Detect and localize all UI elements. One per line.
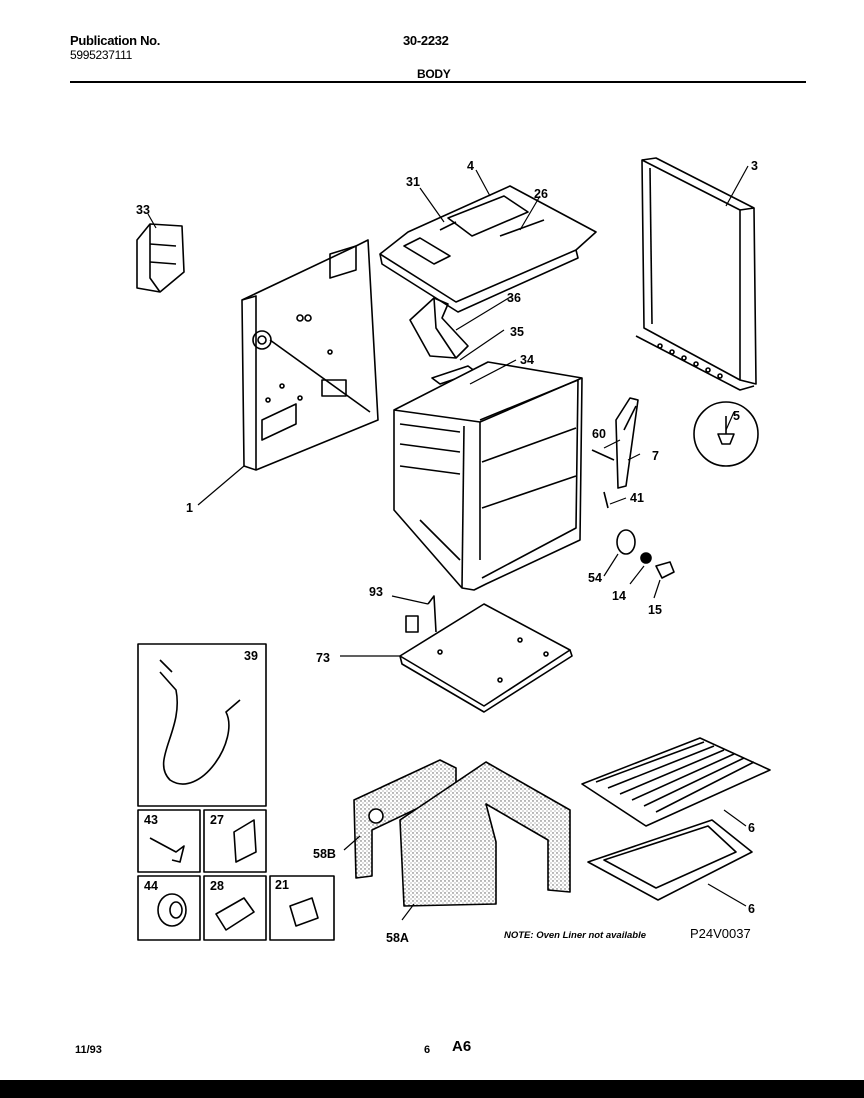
callout-58a: 58A	[386, 931, 409, 945]
part-43-screw	[149, 837, 185, 863]
callout-5: 5	[733, 409, 740, 423]
model-number: 30-2232	[403, 33, 449, 48]
callout-1: 1	[186, 501, 193, 515]
part-15-knob	[655, 561, 675, 579]
callout-31: 31	[406, 175, 420, 189]
footer-page-code: A6	[452, 1038, 472, 1055]
part-7-hinge	[615, 397, 639, 489]
leader-lines	[147, 165, 749, 921]
part-5-leveler	[693, 401, 759, 467]
part-36-duct	[409, 297, 469, 359]
callout-36: 36	[507, 291, 521, 305]
callout-26: 26	[534, 187, 548, 201]
publication-label: Publication No.	[70, 33, 161, 48]
part-39-power-cord-box	[137, 643, 267, 807]
header-rule	[70, 81, 806, 83]
availability-note: NOTE: Oven Liner not available	[504, 930, 647, 941]
callout-3: 3	[751, 159, 758, 173]
part-14-nut	[640, 552, 652, 564]
callout-54: 54	[588, 571, 602, 585]
diagram-code: P24V0037	[690, 926, 751, 941]
callout-33: 33	[136, 203, 150, 217]
callout-93: 93	[369, 585, 383, 599]
section-title: BODY	[417, 67, 451, 81]
callout-60: 60	[592, 427, 606, 441]
part-6-broil-pan	[587, 819, 753, 901]
callout-44: 44	[144, 879, 158, 893]
part-41-screw	[603, 491, 609, 509]
footer-page-number: 6	[424, 1044, 431, 1056]
part-73-bottom-panel	[399, 603, 573, 713]
callout-41: 41	[630, 491, 644, 505]
callout-6-pan: 6	[748, 902, 755, 916]
part-58a-insulation	[399, 761, 571, 907]
callout-58b: 58B	[313, 847, 336, 861]
callout-27: 27	[210, 813, 224, 827]
part-6-oven-rack	[581, 737, 771, 827]
part-33-bracket	[136, 223, 185, 293]
part-21-retainer	[289, 897, 319, 927]
publication-number: 5995237111	[70, 48, 132, 62]
callout-73: 73	[316, 651, 330, 665]
callout-43: 43	[144, 813, 158, 827]
part-60-pin	[591, 449, 615, 461]
callout-34: 34	[520, 353, 534, 367]
callout-6-rack: 6	[748, 821, 755, 835]
part-1-side-panel	[241, 239, 379, 471]
callout-14: 14	[612, 589, 626, 603]
part-27-clip	[233, 819, 257, 863]
part-4-top-frame	[379, 185, 597, 313]
callout-35: 35	[510, 325, 524, 339]
small-parts-grid	[137, 809, 335, 941]
callout-39: 39	[244, 649, 258, 663]
oven-body	[393, 361, 583, 591]
part-44-grommet	[157, 893, 187, 927]
callout-21: 21	[275, 878, 289, 892]
callout-28: 28	[210, 879, 224, 893]
part-28-bracket	[215, 897, 255, 931]
part-3-door-panel	[635, 157, 757, 391]
scan-edge-bar	[0, 1080, 864, 1098]
callout-4: 4	[467, 159, 474, 173]
callout-7: 7	[652, 449, 659, 463]
part-93-switch	[405, 595, 437, 633]
part-54-bushing	[616, 529, 636, 555]
footer-date: 11/93	[75, 1044, 102, 1056]
callout-15: 15	[648, 603, 662, 617]
